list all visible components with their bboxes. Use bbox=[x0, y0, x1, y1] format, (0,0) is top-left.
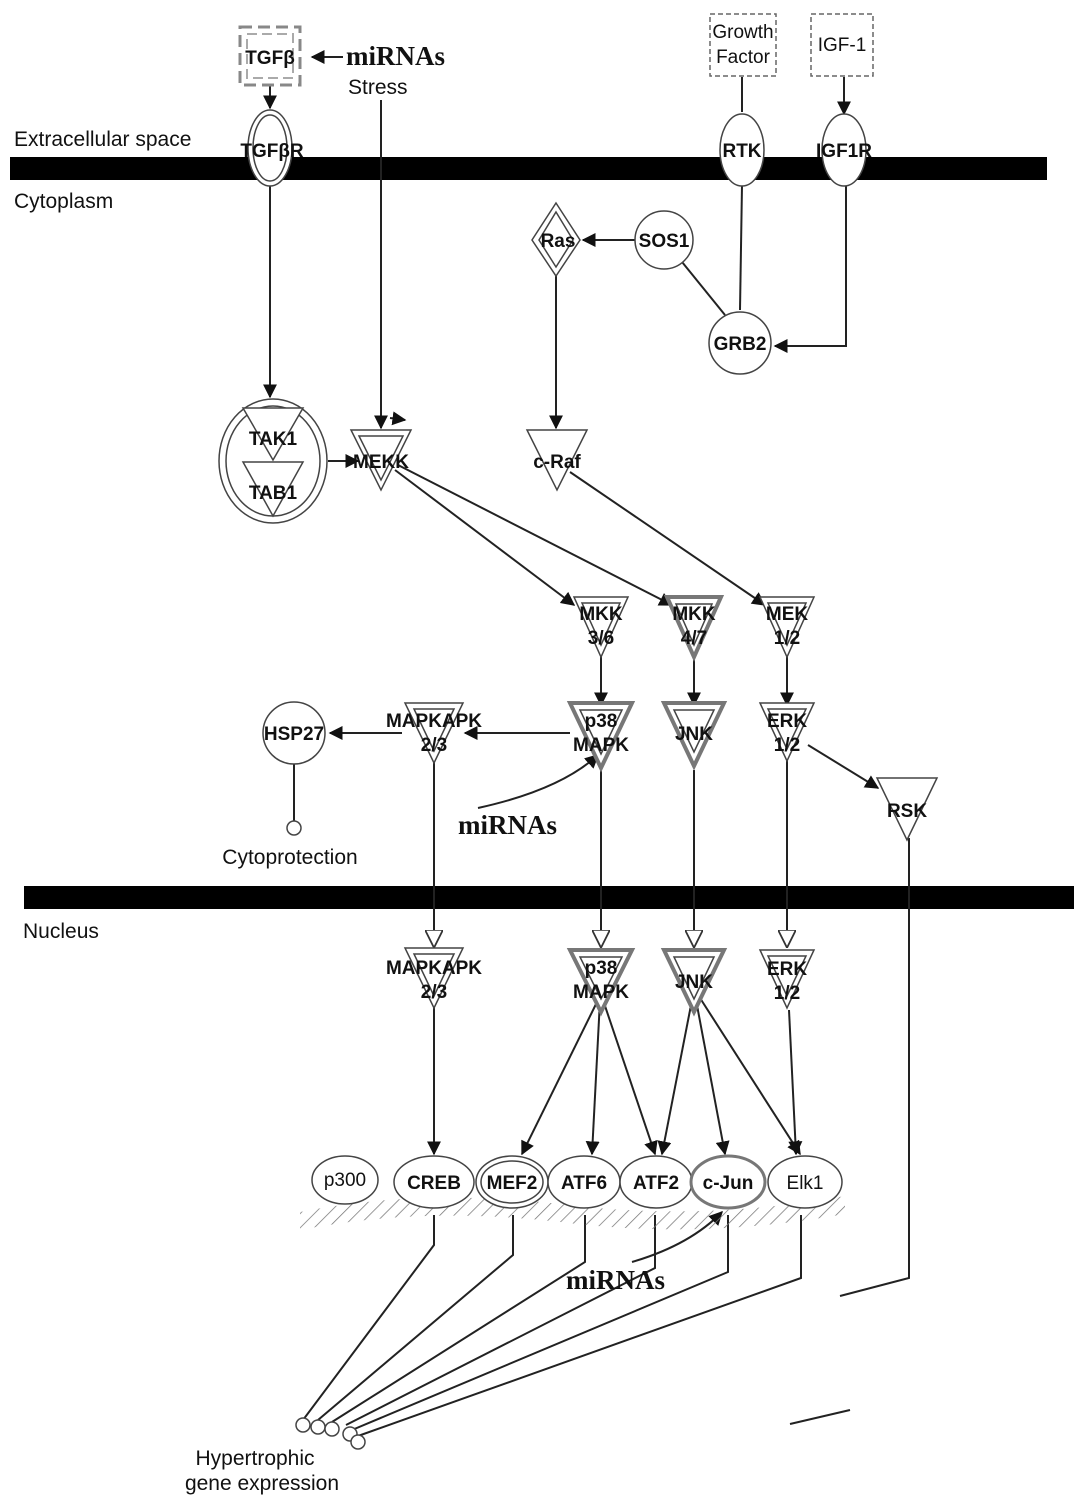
node-cjun[interactable]: c-Jun bbox=[689, 1154, 767, 1210]
node-erk-nucleus[interactable]: ERK 1/2 bbox=[758, 949, 816, 1010]
node-igf1r[interactable]: IGF1R bbox=[816, 113, 872, 187]
sos1-label: SOS1 bbox=[639, 231, 690, 252]
node-jnk-cytoplasm[interactable]: JNK bbox=[660, 701, 728, 771]
p300-label: p300 bbox=[324, 1170, 366, 1191]
mkk47-label-2: 4/7 bbox=[681, 628, 707, 649]
nuclear-membrane bbox=[24, 886, 1074, 909]
elk1-label: Elk1 bbox=[787, 1173, 824, 1194]
node-tgfb-label: TGFβ bbox=[245, 48, 295, 69]
node-mapkapk-cytoplasm[interactable]: MAPKAPK 2/3 bbox=[386, 702, 482, 765]
node-elk1[interactable]: Elk1 bbox=[767, 1155, 843, 1209]
mapkapk-cytoplasm-label-1: MAPKAPK bbox=[386, 711, 482, 732]
mapkapk-cytoplasm-label-2: 2/3 bbox=[421, 735, 447, 756]
mirnas-mid-label: miRNAs bbox=[458, 810, 557, 840]
node-grb2[interactable]: GRB2 bbox=[708, 311, 772, 375]
node-tgfb[interactable]: TGFβ bbox=[238, 25, 302, 87]
node-ras[interactable]: Ras bbox=[531, 201, 581, 278]
mek12-label-1: MEK bbox=[766, 604, 809, 625]
node-hsp27[interactable]: HSP27 bbox=[262, 701, 326, 765]
mkk47-label-1: MKK bbox=[672, 604, 716, 625]
erk-nucleus-label-1: ERK bbox=[767, 959, 807, 980]
atf6-label: ATF6 bbox=[561, 1173, 607, 1194]
node-jnk-nucleus[interactable]: JNK bbox=[660, 948, 728, 1017]
mef2-label: MEF2 bbox=[487, 1173, 538, 1194]
stress-label: Stress bbox=[348, 76, 408, 99]
jnk-nucleus-label: JNK bbox=[675, 972, 713, 993]
node-mapkapk-nucleus[interactable]: MAPKAPK 2/3 bbox=[386, 947, 482, 1010]
node-mef2[interactable]: MEF2 bbox=[475, 1155, 549, 1209]
igf1r-label: IGF1R bbox=[816, 141, 872, 162]
mkk36-label-1: MKK bbox=[579, 604, 623, 625]
mek12-label-2: 1/2 bbox=[774, 628, 800, 649]
grb2-label: GRB2 bbox=[714, 334, 767, 355]
rtk-label: RTK bbox=[722, 141, 761, 162]
mapkapk-nucleus-label-1: MAPKAPK bbox=[386, 958, 482, 979]
mirnas-bottom-label: miRNAs bbox=[566, 1265, 665, 1295]
node-atf2[interactable]: ATF2 bbox=[619, 1155, 693, 1209]
p38-nucleus-label-1: p38 bbox=[585, 958, 618, 979]
node-erk-cytoplasm[interactable]: ERK 1/2 bbox=[758, 702, 816, 763]
node-tak1-tab1-complex[interactable]: TAK1 TAB1 bbox=[218, 398, 328, 524]
mirnas-top-label: miRNAs bbox=[346, 41, 445, 71]
p38-nucleus-label-2: MAPK bbox=[573, 982, 629, 1003]
node-growth-factor[interactable]: Growth Factor bbox=[709, 13, 777, 77]
rsk-label: RSK bbox=[887, 801, 927, 822]
hypertrophic-label-1: Hypertrophic bbox=[195, 1447, 314, 1470]
tgfbr-label: TGFβR bbox=[240, 141, 304, 162]
node-craf[interactable]: c-Raf bbox=[525, 429, 589, 492]
atf2-label: ATF2 bbox=[633, 1173, 679, 1194]
jnk-cytoplasm-label: JNK bbox=[675, 724, 713, 745]
region-nucleus-label: Nucleus bbox=[23, 920, 99, 943]
mapkapk-nucleus-label-2: 2/3 bbox=[421, 982, 447, 1003]
ras-label: Ras bbox=[541, 231, 576, 252]
region-extracellular-label: Extracellular space bbox=[14, 128, 191, 151]
node-rsk[interactable]: RSK bbox=[875, 777, 939, 842]
growth-factor-label-2: Factor bbox=[716, 47, 771, 68]
node-mek12[interactable]: MEK 1/2 bbox=[758, 596, 816, 659]
edges bbox=[263, 50, 910, 1450]
node-mkk47[interactable]: MKK 4/7 bbox=[663, 595, 725, 662]
tak1-label: TAK1 bbox=[249, 429, 298, 450]
cytoprotection-label: Cytoprotection bbox=[222, 846, 357, 869]
tab1-label: TAB1 bbox=[249, 483, 298, 504]
hypertrophic-label-2: gene expression bbox=[185, 1472, 339, 1495]
p38-cytoplasm-label-1: p38 bbox=[585, 711, 618, 732]
erk-cytoplasm-label-1: ERK bbox=[767, 711, 807, 732]
node-mekk[interactable]: MEKK bbox=[349, 429, 413, 492]
erk-cytoplasm-label-2: 1/2 bbox=[774, 735, 800, 756]
node-atf6[interactable]: ATF6 bbox=[547, 1155, 621, 1209]
region-cytoplasm-label: Cytoplasm bbox=[14, 190, 113, 213]
node-sos1[interactable]: SOS1 bbox=[634, 210, 694, 270]
igf1-label: IGF-1 bbox=[818, 35, 867, 56]
hsp27-label: HSP27 bbox=[264, 724, 324, 745]
mekk-label: MEKK bbox=[353, 452, 409, 473]
cjun-label: c-Jun bbox=[703, 1173, 754, 1194]
mkk36-label-2: 3/6 bbox=[588, 628, 614, 649]
node-mkk36[interactable]: MKK 3/6 bbox=[572, 596, 630, 659]
node-igf1[interactable]: IGF-1 bbox=[810, 13, 874, 77]
cell-membrane bbox=[10, 157, 1047, 180]
craf-label: c-Raf bbox=[533, 452, 581, 473]
node-tgfbr[interactable]: TGFβR bbox=[240, 109, 304, 187]
node-rtk[interactable]: RTK bbox=[719, 113, 765, 187]
p38-cytoplasm-label-2: MAPK bbox=[573, 735, 629, 756]
node-p38-cytoplasm[interactable]: p38 MAPK bbox=[566, 701, 636, 773]
node-creb[interactable]: CREB bbox=[393, 1155, 475, 1209]
growth-factor-label-1: Growth bbox=[712, 22, 773, 43]
node-p300[interactable]: p300 bbox=[311, 1155, 379, 1205]
erk-nucleus-label-2: 1/2 bbox=[774, 983, 800, 1004]
node-p38-nucleus[interactable]: p38 MAPK bbox=[566, 948, 636, 1017]
creb-label: CREB bbox=[407, 1173, 461, 1194]
